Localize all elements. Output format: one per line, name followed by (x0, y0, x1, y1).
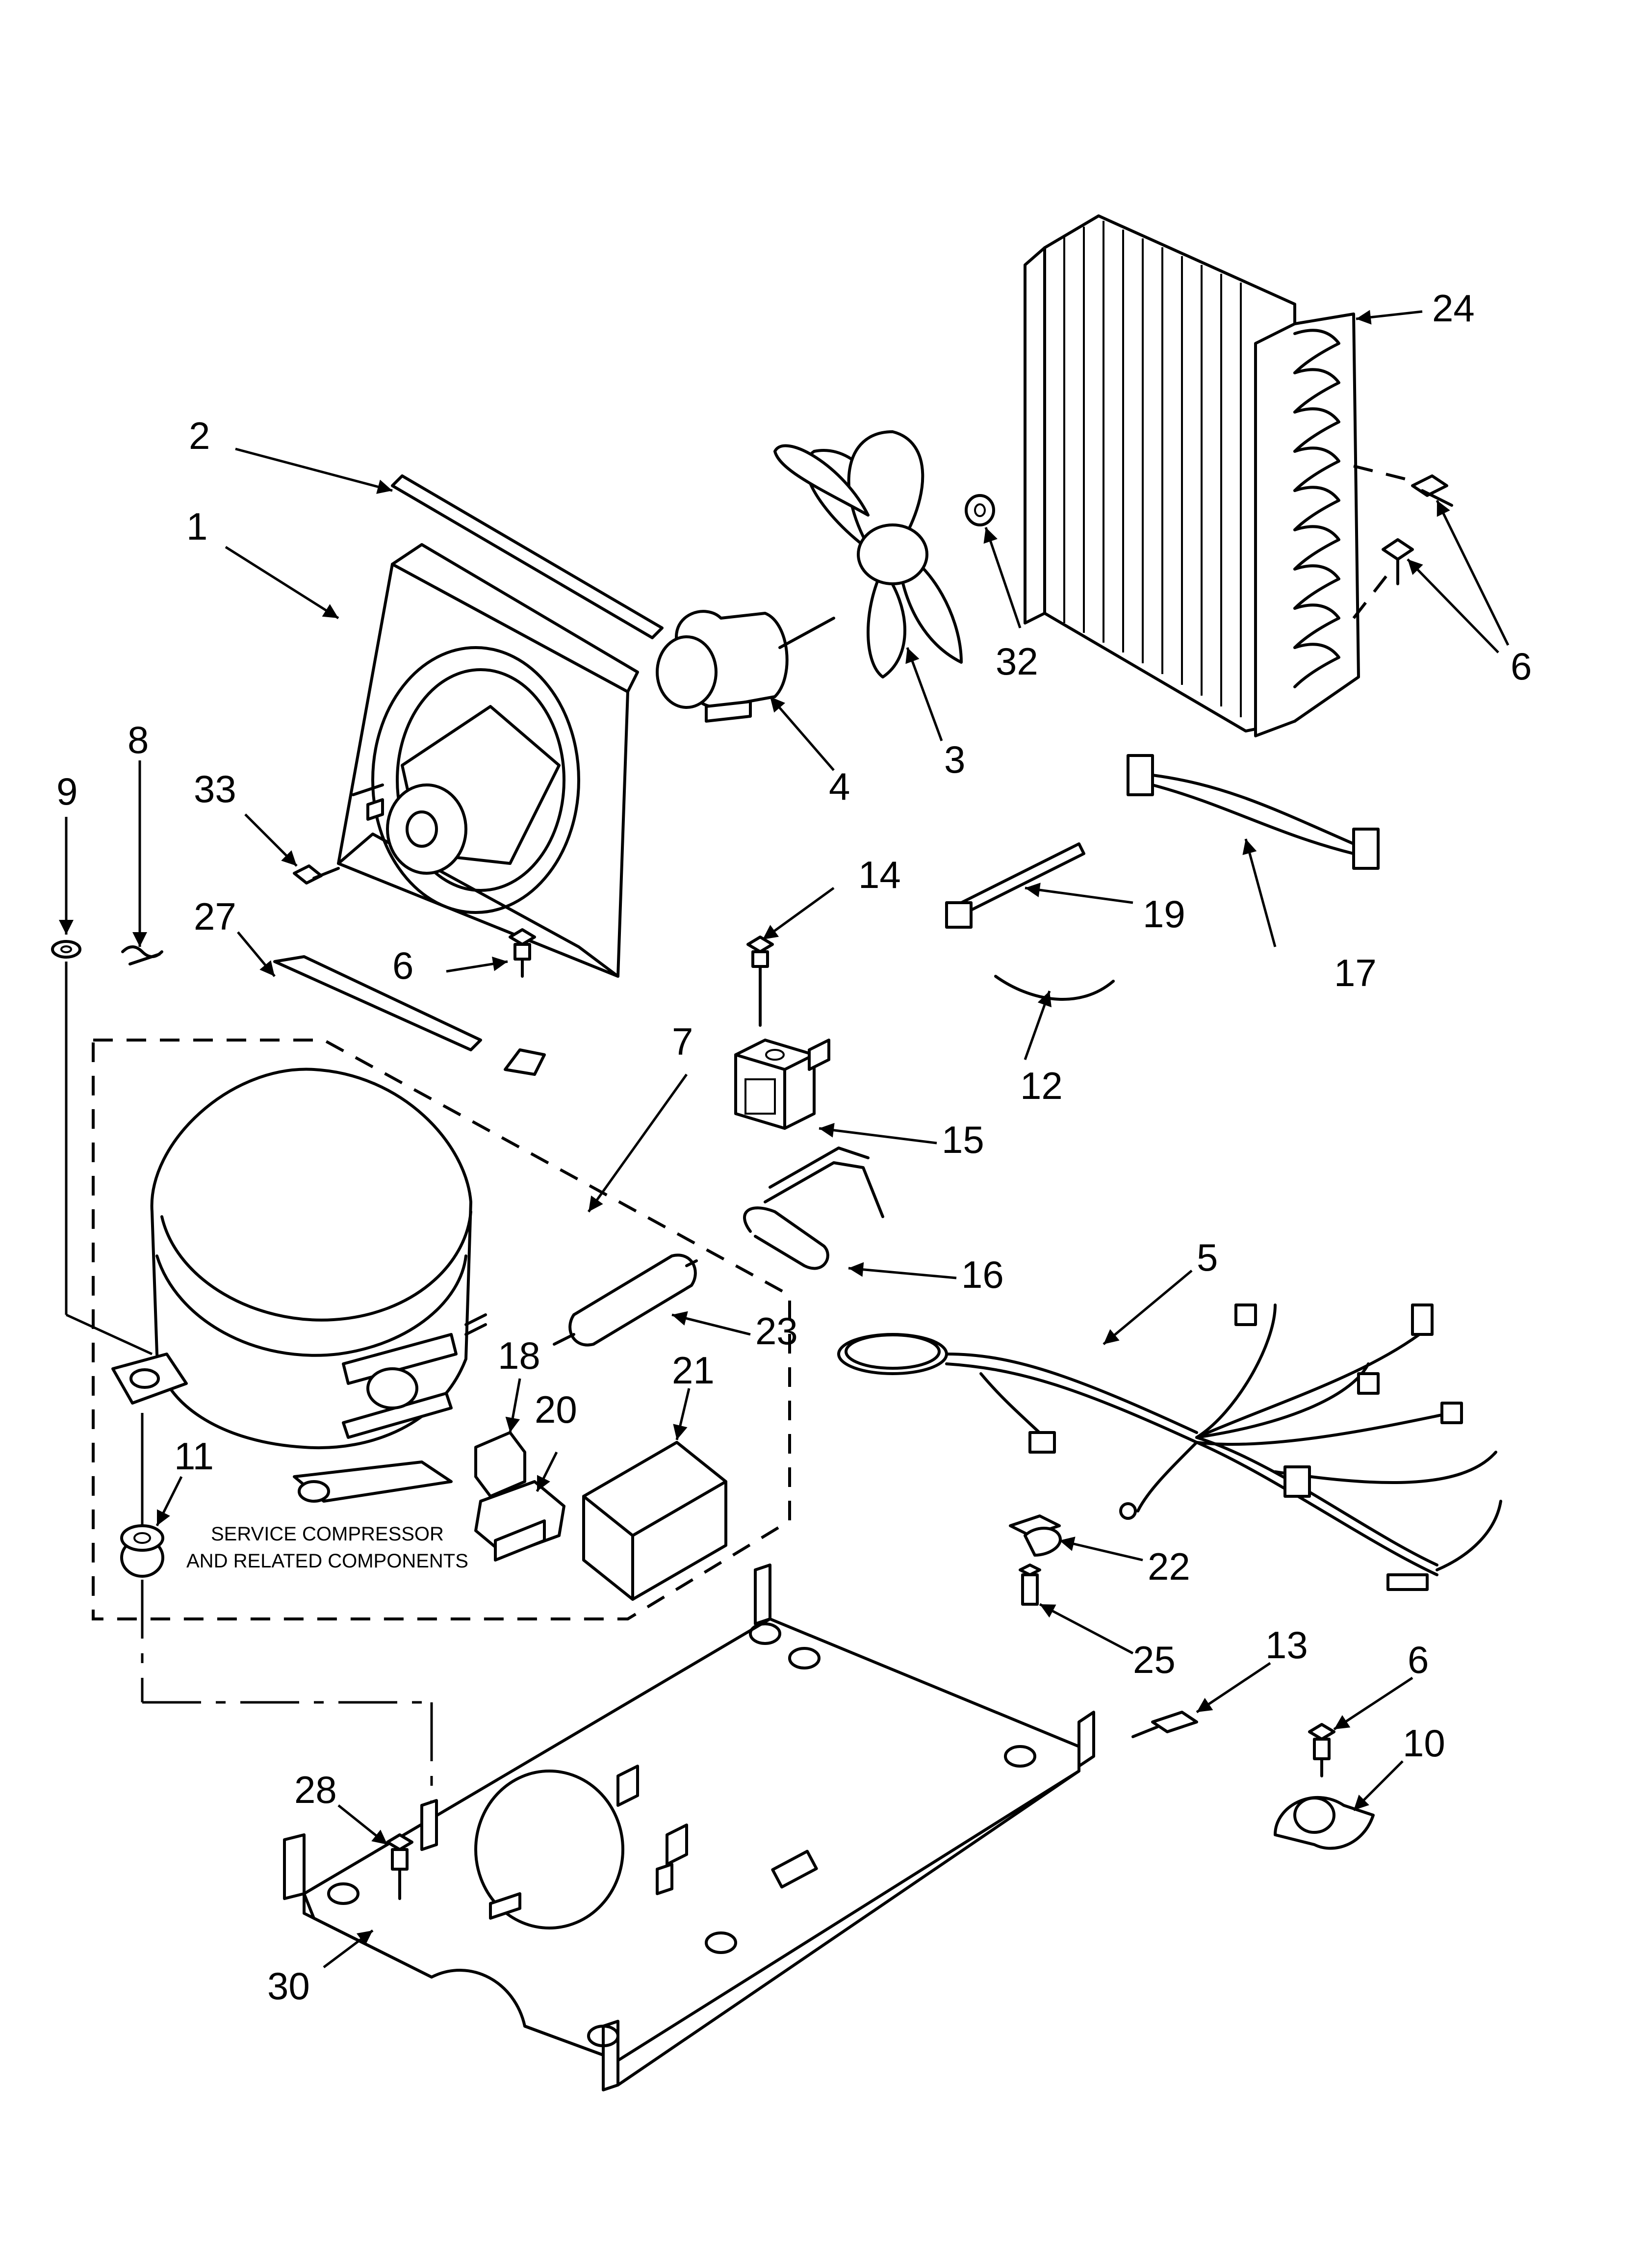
callout-1: 1 (186, 505, 207, 548)
wire-17 (1127, 754, 1380, 870)
callout-27: 27 (194, 895, 236, 938)
leader-lines (59, 310, 1510, 1968)
callout-3: 3 (944, 738, 965, 781)
callout-12: 12 (1020, 1064, 1063, 1107)
callout-5: 5 (1197, 1236, 1218, 1279)
callout-25: 25 (1133, 1638, 1176, 1681)
shroud (337, 543, 639, 1076)
callout-33: 33 (194, 767, 236, 810)
relay-20 (474, 1480, 565, 1562)
callout-23: 23 (755, 1309, 798, 1353)
callout-8: 8 (128, 718, 149, 761)
base-plate (283, 1564, 1095, 2091)
overload-21 (582, 1441, 727, 1601)
note-line-2: AND RELATED COMPONENTS (186, 1550, 468, 1572)
condenser (1024, 214, 1413, 737)
callout-13: 13 (1265, 1623, 1308, 1667)
callout-17: 17 (1334, 951, 1377, 994)
compressor (111, 1068, 487, 1503)
screw-33 (293, 864, 340, 885)
clip-8 (121, 945, 163, 965)
callout-24: 24 (1432, 287, 1475, 330)
callout-labels: 1 2 3 4 5 6 6 6 7 8 9 10 11 12 13 14 15 … (56, 287, 1532, 2007)
callout-9: 9 (56, 770, 77, 813)
callout-32: 32 (996, 640, 1038, 683)
callout-14: 14 (858, 853, 901, 896)
wire-harness-5 (837, 1303, 1502, 1591)
callout-11: 11 (174, 1434, 214, 1478)
service-compressor-boundary (92, 1039, 791, 1620)
callout-21: 21 (672, 1349, 715, 1392)
fan-blade (773, 430, 995, 678)
callout-28: 28 (294, 1768, 337, 1811)
callout-10: 10 (1403, 1721, 1445, 1765)
grommet-11 (120, 1524, 164, 1578)
screw-6-base (1308, 1723, 1335, 1777)
grommet-9 (51, 940, 81, 959)
fan-motor (656, 610, 835, 723)
callout-7: 7 (672, 1020, 693, 1063)
screw-13 (1131, 1711, 1198, 1738)
callout-15: 15 (942, 1118, 984, 1161)
drier (553, 1253, 698, 1347)
callout-4: 4 (829, 765, 850, 808)
gasket (391, 474, 664, 639)
screw-25 (1019, 1564, 1041, 1606)
callout-2: 2 (189, 414, 210, 457)
screw-6-shroud (509, 928, 536, 978)
cable-tie-19 (945, 842, 1085, 929)
callout-20: 20 (535, 1388, 577, 1431)
callout-30: 30 (267, 1964, 310, 2007)
callout-6-condenser: 6 (1511, 645, 1532, 688)
callout-6-base: 6 (1408, 1638, 1429, 1681)
gasket-27 (273, 955, 482, 1051)
callout-18: 18 (498, 1334, 540, 1377)
callout-22: 22 (1148, 1545, 1190, 1588)
callout-6-shroud: 6 (392, 944, 413, 987)
callout-16: 16 (961, 1253, 1004, 1296)
callout-19: 19 (1143, 892, 1185, 936)
tube-12 (994, 975, 1115, 1001)
screw-14 (746, 936, 774, 1027)
bracket-16 (743, 1147, 884, 1270)
clamp-10 (1274, 1796, 1375, 1850)
note-line-1: SERVICE COMPRESSOR (211, 1523, 444, 1545)
screw-28 (386, 1833, 413, 1900)
solenoid-15 (734, 1039, 830, 1130)
clamp-22 (1009, 1514, 1062, 1557)
